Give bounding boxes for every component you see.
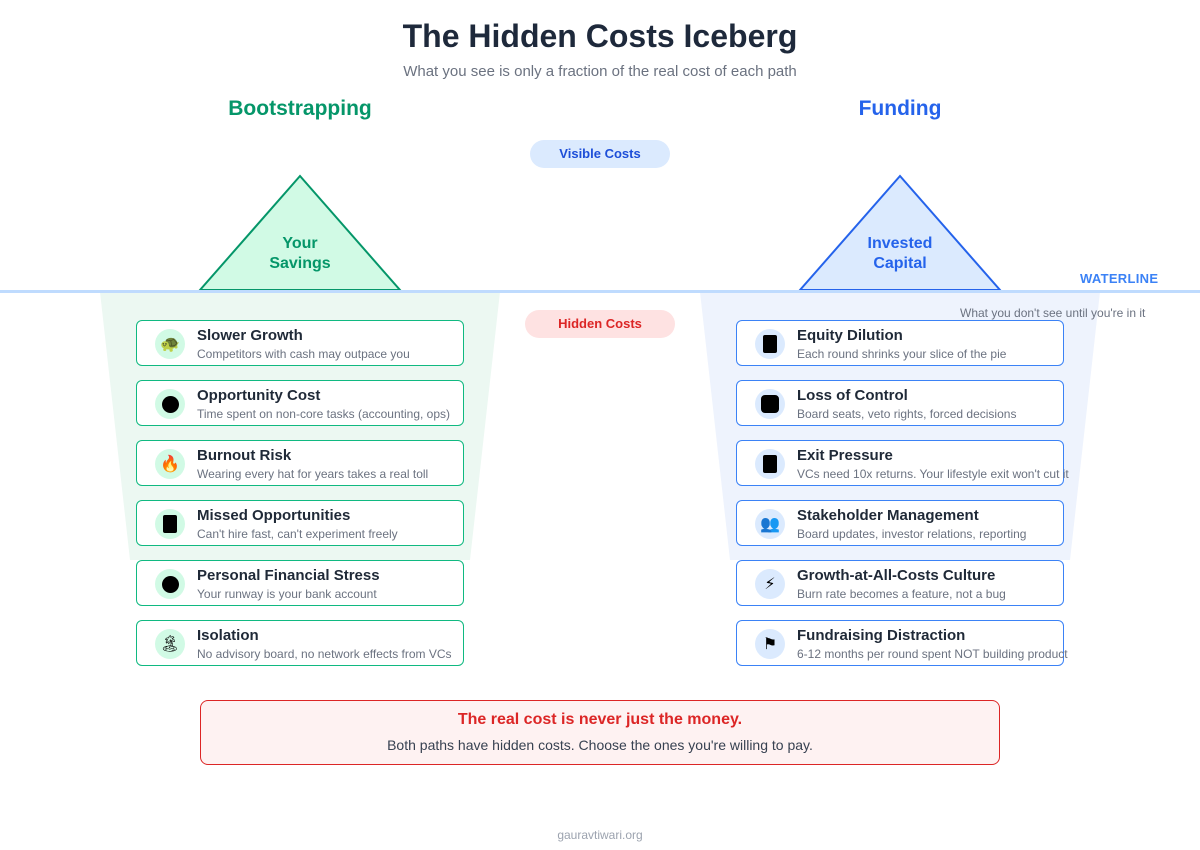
funding-cost-card: Exit Pressure VCs need 10x returns. Your… [736,440,1069,486]
flag-icon: ⚑ [755,629,785,659]
cost-title: Missed Opportunities [197,507,351,524]
cost-title: Loss of Control [797,387,908,404]
island-icon: 🏝 [155,629,185,659]
bootstrap-cost-card: 🏝 Isolation No advisory board, no networ… [136,620,464,666]
callout-text: Both paths have hidden costs. Choose the… [387,737,813,753]
cost-description: Each round shrinks your slice of the pie [797,347,1007,361]
cost-description: VCs need 10x returns. Your lifestyle exi… [797,467,1069,481]
turtle-icon: 🐢 [155,329,185,359]
document-icon [755,329,785,359]
funding-heading: Funding [858,97,942,120]
cost-description: Can't hire fast, can't experiment freely [197,527,398,541]
cost-title: Personal Financial Stress [197,567,380,584]
cost-description: Board seats, veto rights, forced decisio… [797,407,1017,421]
cost-title: Opportunity Cost [197,387,321,404]
circle-icon [155,569,185,599]
cost-title: Slower Growth [197,327,303,344]
cost-description: No advisory board, no network effects fr… [197,647,452,661]
waterline-label: WATERLINE [1080,271,1159,286]
lightning-icon: ⚡ [755,569,785,599]
door-icon [755,449,785,479]
waterline [0,290,1200,293]
funding-cost-card: ⚑ Fundraising Distraction 6-12 months pe… [736,620,1068,666]
funding-cost-card: Equity Dilution Each round shrinks your … [736,320,1064,366]
cost-description: Burn rate becomes a feature, not a bug [797,587,1006,601]
square-icon [755,389,785,419]
funding-cost-card: Loss of Control Board seats, veto rights… [736,380,1064,426]
tip-label-line: Your [282,235,318,252]
cost-title: Exit Pressure [797,447,893,464]
funding-cost-card: ⚡ Growth-at-All-Costs Culture Burn rate … [736,560,1064,606]
callout-headline: The real cost is never just the money. [457,711,743,728]
cost-description: Competitors with cash may outpace you [197,347,410,361]
cost-title: Burnout Risk [197,447,292,464]
people-icon: 👥 [755,509,785,539]
cost-description: 6-12 months per round spent NOT building… [797,647,1068,661]
bootstrap-cost-card: Missed Opportunities Can't hire fast, ca… [136,500,464,546]
bootstrap-cost-card: 🔥 Burnout Risk Wearing every hat for yea… [136,440,464,486]
page-subtitle: What you see is only a fraction of the r… [403,63,797,80]
tip-label-line: Savings [269,255,331,272]
waterline-note: What you don't see until you're in it [960,306,1146,320]
page-title: The Hidden Costs Iceberg [402,18,798,54]
key-takeaway-callout: The real cost is never just the money. B… [200,700,1000,765]
bootstrap-cost-card: 🐢 Slower Growth Competitors with cash ma… [136,320,464,366]
bootstrap-cost-card: Opportunity Cost Time spent on non-core … [136,380,464,426]
footer-credit: gauravtiwari.org [557,828,643,842]
cost-description: Your runway is your bank account [197,587,377,601]
visible-costs-pill: Visible Costs [530,140,670,168]
tip-label-line: Capital [873,255,927,272]
funding-cost-card: 👥 Stakeholder Management Board updates, … [736,500,1064,546]
cost-title: Fundraising Distraction [797,627,966,644]
clock-icon [155,389,185,419]
funding-tip-label: Invested Capital [800,234,1000,274]
hidden-costs-pill: Hidden Costs [525,310,675,338]
cost-title: Growth-at-All-Costs Culture [797,567,996,584]
bootstrapping-heading: Bootstrapping [228,97,372,120]
fire-icon: 🔥 [155,449,185,479]
cost-title: Equity Dilution [797,327,903,344]
cost-description: Wearing every hat for years takes a real… [197,467,429,481]
door-icon [155,509,185,539]
bootstrap-cost-card: Personal Financial Stress Your runway is… [136,560,464,606]
bootstrapping-tip-label: Your Savings [200,234,400,274]
cost-title: Stakeholder Management [797,507,979,524]
tip-label-line: Invested [867,235,933,252]
cost-description: Time spent on non-core tasks (accounting… [197,407,451,421]
cost-title: Isolation [197,627,259,644]
cost-description: Board updates, investor relations, repor… [797,527,1027,541]
